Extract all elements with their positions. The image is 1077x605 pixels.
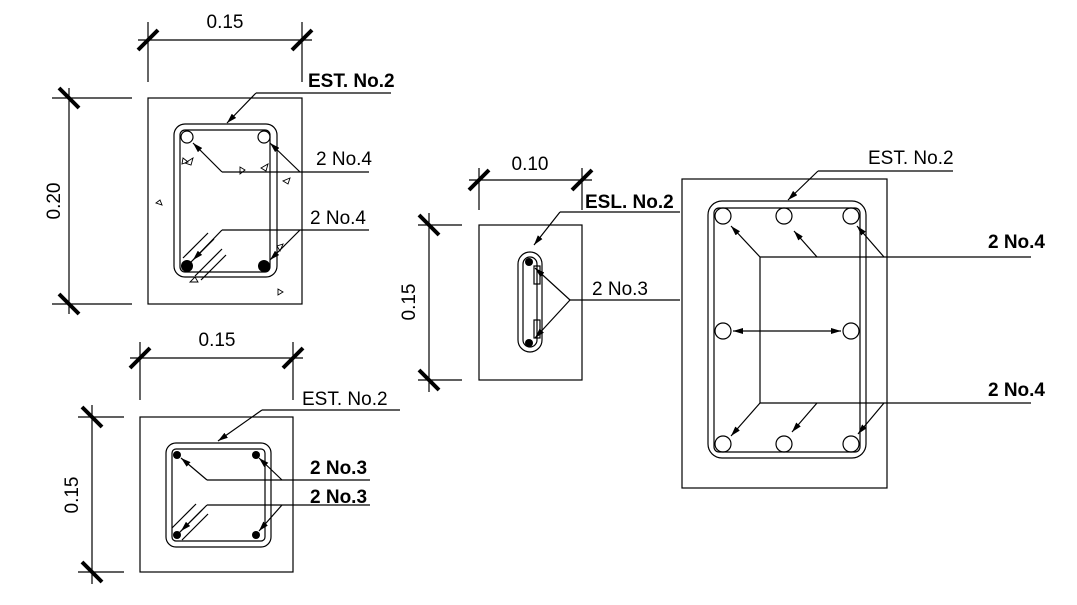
bars-callout: 2 No.3 [534, 267, 680, 339]
height-dim-text: 0.20 [44, 183, 65, 220]
top-bars-callout: 2 No.4 [730, 225, 1045, 258]
rebar-open [714, 322, 732, 340]
rebar-open [775, 435, 793, 453]
bottom-bars-label: 2 No.3 [310, 487, 367, 508]
stirrup [165, 442, 272, 548]
rebar-filled [173, 531, 181, 539]
width-dim-text: 0.15 [199, 330, 236, 351]
top-bars-callout: 2 No.4 [192, 142, 372, 173]
top-bars-label: 2 No.4 [988, 232, 1045, 253]
stirrup-callout: ESL. No.2 [533, 192, 680, 246]
rebar-filled [525, 339, 533, 347]
stirrup-label: EST. No.2 [868, 148, 954, 169]
section-4: EST. No.2 2 No.4 2 No.4 [681, 148, 1045, 489]
bottom-bars-label: 2 No.4 [310, 208, 366, 229]
height-dimension: 0.15 [62, 405, 124, 584]
bottom-bars-callout: 2 No.4 [192, 208, 369, 261]
stirrup [707, 200, 867, 459]
stirrup-callout: EST. No.2 [217, 389, 400, 442]
concrete-outline [681, 178, 888, 489]
width-dim-text: 0.15 [207, 12, 244, 33]
rebar-open [842, 207, 860, 225]
width-dimension: 0.15 [136, 12, 314, 82]
rebar-filled [252, 451, 260, 459]
concrete-outline [147, 97, 303, 305]
bottom-bars-callout: 2 No.3 [180, 487, 370, 532]
top-bars-label: 2 No.4 [316, 149, 372, 170]
rebar-open [714, 435, 732, 453]
rebar-open [842, 435, 860, 453]
bottom-bars-label: 2 No.4 [988, 380, 1045, 401]
rebar-open [842, 322, 860, 340]
rebar-open [714, 207, 732, 225]
height-dim-text: 0.15 [399, 284, 420, 321]
stirrup [173, 123, 278, 278]
concrete-outline [139, 416, 294, 573]
rebar-filled [181, 260, 193, 272]
bottom-bars-callout: 2 No.4 [730, 380, 1045, 437]
rebar-open [775, 207, 793, 225]
bars-label: 2 No.3 [592, 279, 648, 300]
rebars [714, 207, 860, 453]
height-dimension: 0.20 [44, 86, 132, 316]
rebar-filled [258, 260, 270, 272]
stirrup-callout: EST. No.2 [226, 71, 395, 124]
stirrup-label: ESL. No.2 [585, 192, 674, 213]
height-dim-text: 0.15 [62, 477, 83, 514]
rebar-open [180, 130, 194, 144]
stirrup-label: EST. No.2 [308, 71, 395, 92]
width-dim-text: 0.10 [512, 154, 549, 175]
rebar-filled [252, 531, 260, 539]
stirrup-callout: EST. No.2 [787, 148, 954, 201]
section-1: 0.15 0.20 EST. No.2 2 No.4 [44, 12, 395, 316]
top-bars-callout: 2 No.3 [180, 457, 370, 481]
rebar-open [257, 130, 271, 144]
stirrup-label: EST. No.2 [302, 389, 388, 410]
height-dimension: 0.15 [399, 213, 462, 392]
section-2: 0.15 0.15 EST. No.2 2 No.3 [62, 330, 400, 584]
concrete-outline [478, 224, 583, 381]
top-bars-label: 2 No.3 [310, 458, 367, 479]
section-3: 0.10 0.15 ESL. No.2 2 No.3 [399, 154, 680, 392]
stirrup [517, 251, 543, 353]
width-dimension: 0.15 [128, 330, 305, 400]
rebar-filled [173, 451, 181, 459]
rebar-filled [525, 258, 533, 266]
width-dimension: 0.10 [467, 154, 594, 210]
